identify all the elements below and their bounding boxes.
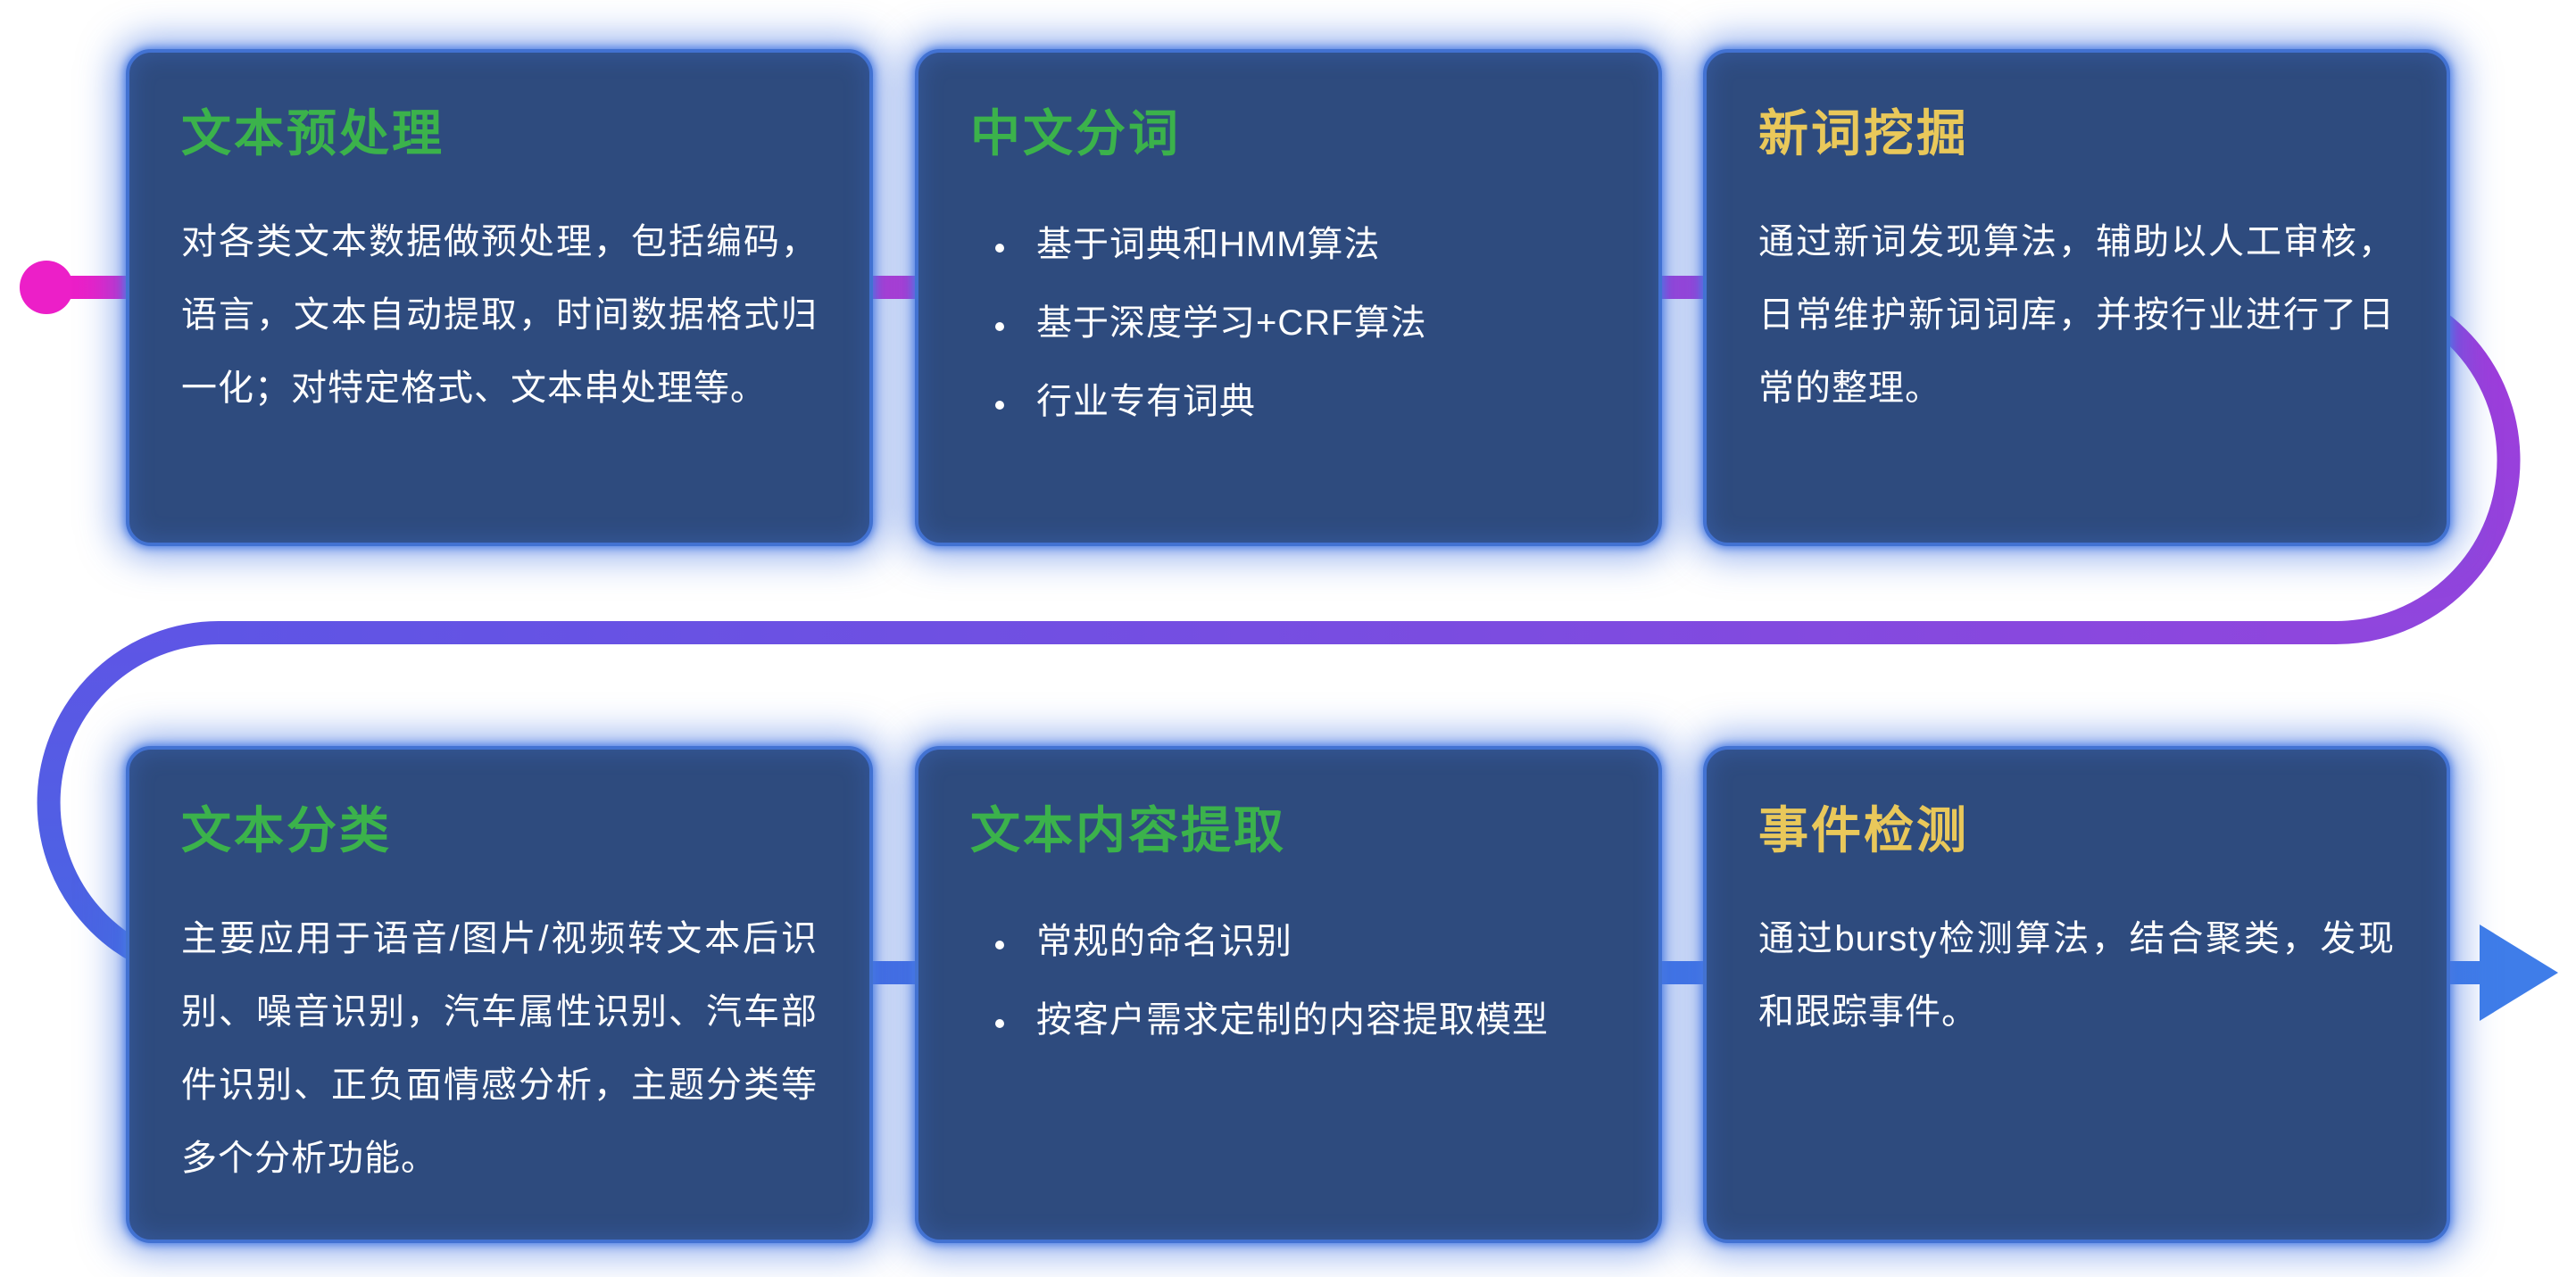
bullet-list: 基于词典和HMM算法 基于深度学习+CRF算法 行业专有词典 bbox=[970, 205, 1607, 441]
card-text-content-extraction: 文本内容提取 常规的命名识别 按客户需求定制的内容提取模型 bbox=[915, 746, 1662, 1243]
card-title: 文本预处理 bbox=[181, 105, 445, 162]
arrow-right-icon bbox=[2480, 925, 2558, 1021]
card-body: 对各类文本数据做预处理，包括编码，语言，文本自动提取，时间数据格式归一化；对特定… bbox=[181, 222, 818, 408]
card-title: 中文分词 bbox=[970, 105, 1181, 162]
flow-start-dot-icon bbox=[20, 261, 73, 314]
bullet-list: 常规的命名识别 按客户需求定制的内容提取模型 bbox=[970, 902, 1607, 1059]
card-text-classification: 文本分类 主要应用于语音/图片/视频转文本后识别、噪音识别，汽车属性识别、汽车部… bbox=[126, 746, 873, 1243]
card-body: 主要应用于语音/图片/视频转文本后识别、噪音识别，汽车属性识别、汽车部件识别、正… bbox=[181, 919, 818, 1178]
bullet-item: 基于词典和HMM算法 bbox=[1018, 205, 1607, 284]
bullet-item: 基于深度学习+CRF算法 bbox=[1018, 284, 1607, 362]
card-title: 文本内容提取 bbox=[970, 802, 1286, 858]
bullet-item: 行业专有词典 bbox=[1018, 362, 1607, 441]
card-text-preprocessing: 文本预处理 对各类文本数据做预处理，包括编码，语言，文本自动提取，时间数据格式归… bbox=[126, 49, 873, 546]
bullet-item: 按客户需求定制的内容提取模型 bbox=[1018, 981, 1607, 1059]
card-chinese-word-segmentation: 中文分词 基于词典和HMM算法 基于深度学习+CRF算法 行业专有词典 bbox=[915, 49, 1662, 546]
card-event-detection: 事件检测 通过bursty检测算法，结合聚类，发现和跟踪事件。 bbox=[1703, 746, 2450, 1243]
card-title: 新词挖掘 bbox=[1758, 105, 1969, 162]
card-title: 事件检测 bbox=[1758, 802, 1969, 858]
card-new-word-mining: 新词挖掘 通过新词发现算法，辅助以人工审核，日常维护新词词库，并按行业进行了日常… bbox=[1703, 49, 2450, 546]
card-body: 通过bursty检测算法，结合聚类，发现和跟踪事件。 bbox=[1758, 919, 2395, 1032]
card-title: 文本分类 bbox=[181, 802, 392, 858]
card-body: 通过新词发现算法，辅助以人工审核，日常维护新词词库，并按行业进行了日常的整理。 bbox=[1758, 222, 2395, 408]
bullet-item: 常规的命名识别 bbox=[1018, 902, 1607, 981]
